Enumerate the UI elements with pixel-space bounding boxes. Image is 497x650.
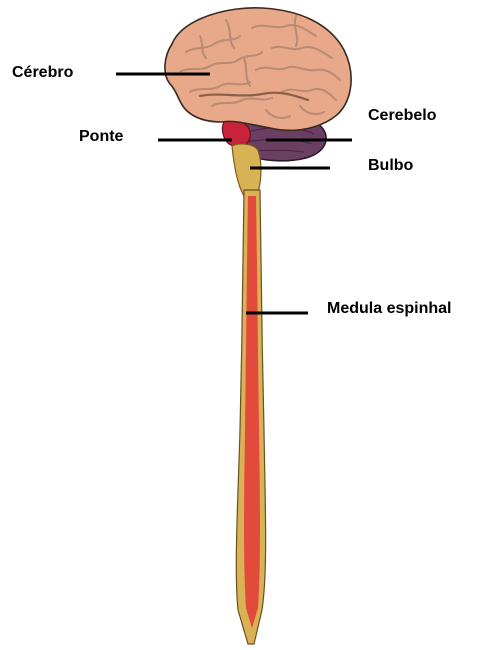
label-cerebelo: Cerebelo <box>368 107 436 125</box>
medulla-oblongata <box>232 144 261 196</box>
label-bulbo: Bulbo <box>368 157 413 175</box>
label-cerebro: Cérebro <box>12 64 73 82</box>
label-medula-espinhal: Medula espinhal <box>327 300 451 318</box>
label-ponte: Ponte <box>79 128 123 146</box>
pons <box>222 120 250 146</box>
